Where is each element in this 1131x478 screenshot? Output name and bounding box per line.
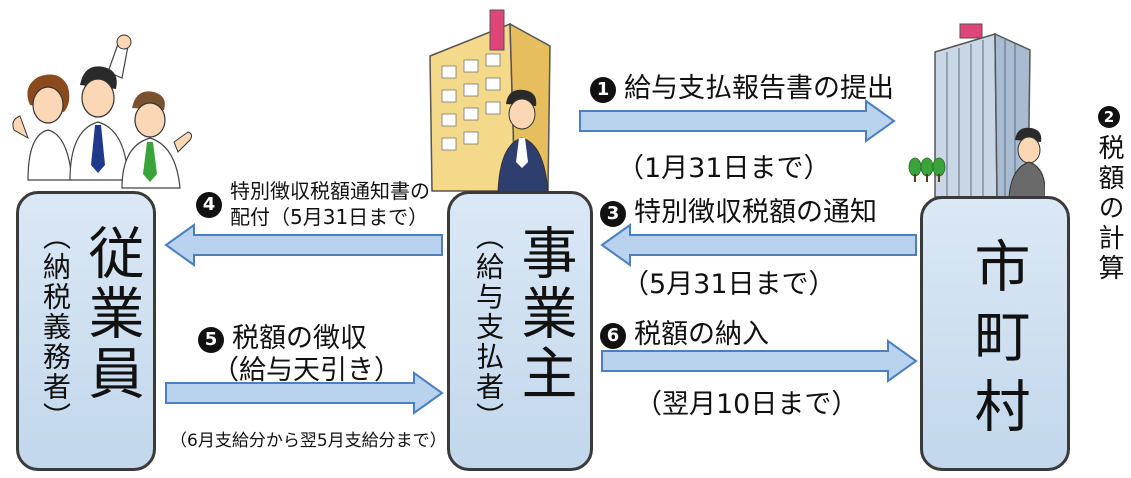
arrow-distribute-notice bbox=[164, 223, 443, 267]
step6-label: 6 税額の納入 bbox=[600, 312, 769, 351]
workers-illustration bbox=[12, 34, 193, 189]
employee-title: 従業員 bbox=[79, 224, 144, 404]
step4-label: 4 特別徴収税額通知書の配付（5月31日まで） bbox=[196, 178, 430, 230]
municipality-box: 市町村 bbox=[920, 196, 1070, 471]
step5-text-2: （給与天引き） bbox=[212, 355, 401, 386]
arrow-submit-report bbox=[579, 99, 896, 143]
office-building-illustration bbox=[429, 9, 551, 193]
step6-text: 税額の納入 bbox=[634, 319, 769, 350]
step3-number: 3 bbox=[600, 200, 626, 227]
step4-number: 4 bbox=[196, 192, 222, 218]
step1-number: 1 bbox=[590, 76, 616, 103]
city-hall-illustration bbox=[908, 23, 1045, 199]
step2-text: 税額の計算 bbox=[1094, 134, 1124, 284]
arrow-collect-tax bbox=[165, 371, 444, 415]
step2-label: 2 税額の計算 bbox=[1094, 106, 1124, 284]
employee-box: （納税義務者） 従業員 bbox=[16, 191, 156, 471]
step6-deadline: （翌月10日まで） bbox=[635, 389, 859, 420]
step5-text: 税額の徴収 bbox=[232, 323, 367, 354]
step4-text-2: 配付（5月31日まで） bbox=[230, 205, 429, 229]
step5-number: 5 bbox=[198, 326, 224, 353]
employee-sub-label: （納税義務者） bbox=[39, 222, 72, 432]
employer-box: （給与支払者） 事業主 bbox=[447, 191, 593, 471]
step2-number: 2 bbox=[1098, 106, 1120, 128]
step3-label: 3 特別徴収税額の通知 bbox=[600, 190, 877, 229]
arrow-notify-tax bbox=[600, 223, 917, 267]
step3-deadline: （5月31日まで） bbox=[622, 269, 836, 300]
step5-note: （6月支給分から翌5月支給分まで） bbox=[170, 431, 447, 451]
step1-deadline: （1月31日まで） bbox=[617, 153, 831, 184]
step1-label: 1 給与支払報告書の提出 bbox=[590, 66, 894, 105]
arrow-pay-tax bbox=[601, 339, 918, 383]
employer-sub-label: （給与支払者） bbox=[472, 222, 505, 432]
step1-text: 給与支払報告書の提出 bbox=[624, 73, 894, 104]
employer-title: 事業主 bbox=[512, 224, 577, 404]
step6-number: 6 bbox=[600, 322, 626, 349]
step3-text: 特別徴収税額の通知 bbox=[634, 197, 877, 228]
step4-text: 特別徴収税額通知書の bbox=[230, 179, 430, 203]
step5-label: 5 税額の徴収 bbox=[198, 316, 367, 355]
municipality-title: 市町村 bbox=[965, 237, 1030, 447]
